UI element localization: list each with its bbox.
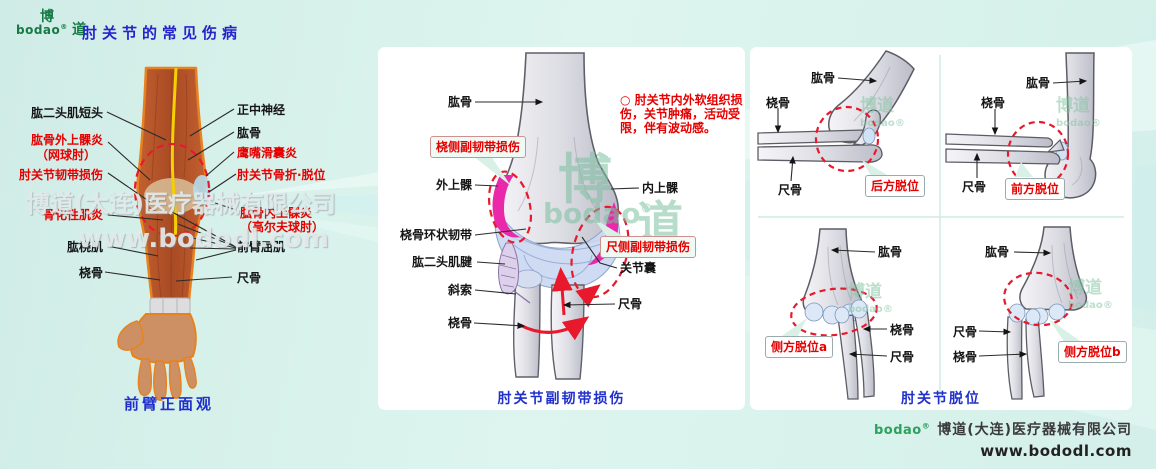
label-joint-capsule: 关节囊 [620, 261, 657, 275]
left-panel-caption: 前臂正面观 [124, 395, 215, 413]
footer-bodao-logo: bodao® [873, 421, 931, 438]
label-ulna-q1: 尺骨 [778, 183, 803, 197]
label-ulna-q4: 尺骨 [953, 325, 978, 339]
label-ulna: 尺骨 [618, 297, 643, 311]
label-humerus-q2: 肱骨 [1025, 76, 1050, 90]
label-fracture-dislocation: 肘关节骨折·脱位 [237, 168, 326, 182]
forearm-panel: 肱二头肌短头 肱骨外上髁炎 （网球肘） 肘关节韧带损伤 骨化性肌炎 肱桡肌 桡骨… [0, 60, 375, 425]
lateral-dislocation-a-art [779, 228, 888, 400]
callout-lateral-dislocation-b: 侧方脱位b [1058, 341, 1127, 363]
leader-lines [473, 98, 640, 329]
label-radius-q4: 桡骨 [953, 350, 978, 364]
elbow-injury-dashed-ellipse [133, 142, 211, 238]
label-radius: 桡骨 [78, 266, 103, 280]
bodao-logo: 博 bodao® 道 [16, 6, 86, 44]
registered-mark: ® [60, 23, 68, 31]
callout-ulnar-collateral-injury: 尺侧副韧带损伤 [600, 236, 697, 258]
label-tennis-elbow: （网球肘） [35, 148, 96, 162]
dislocation-illustrations [757, 50, 1124, 403]
label-oblique-cord: 斜索 [447, 283, 472, 297]
label-radius-q2: 桡骨 [980, 96, 1005, 110]
callout-radial-collateral-injury: 桡侧副韧带损伤 [430, 136, 527, 158]
label-lateral-epicondylitis: 肱骨外上髁炎 [30, 133, 103, 147]
label-radius-q3: 桡骨 [890, 323, 915, 337]
label-olecranon-bursitis: 鹰嘴滑囊炎 [237, 146, 298, 160]
forearm-illustration [104, 66, 237, 401]
logo-latin: bodao® [16, 23, 68, 37]
leader-lines [104, 108, 237, 282]
radial-injury-dashed-ellipse [487, 170, 533, 244]
label-myositis-ossificans: 骨化性肌炎 [42, 208, 103, 222]
label-biceps-tendon: 肱二头肌腱 [411, 255, 472, 269]
lateral-dislocation-b-art [978, 226, 1088, 400]
posterior-dislocation-art [757, 50, 915, 182]
elbow-ligament-illustration [473, 52, 640, 380]
label-humerus-q3: 肱骨 [878, 245, 903, 259]
footer-website-url: www.bododl.com [980, 442, 1132, 460]
logo-cn-top: 博 [40, 9, 54, 25]
label-medial-epicondylitis: 肱骨内上髁炎 [240, 206, 313, 220]
label-lateral-epicondyle: 外上髁 [435, 178, 472, 192]
label-biceps-short-head: 肱二头肌短头 [30, 106, 103, 120]
label-humerus: 肱骨 [237, 126, 262, 140]
label-golf-elbow: （高尔夫球肘） [240, 220, 325, 234]
label-forearm-flexors: 前臂屈肌 [237, 240, 286, 254]
median-nerve-line [170, 67, 178, 241]
label-ulna-q2: 尺骨 [962, 180, 987, 194]
label-medial-epicondyle: 内上髁 [642, 181, 679, 195]
symptom-note: ○ 肘关节内外软组织损伤，关节肿痛，活动受限，伴有波动感。 [620, 93, 743, 135]
callout-lateral-dislocation-a: 侧方脱位a [765, 336, 834, 358]
callout-posterior-dislocation: 后方脱位 [865, 175, 926, 197]
label-radius: 桡骨 [447, 316, 472, 330]
radial-collateral-ligament [492, 175, 520, 238]
label-ulna: 尺骨 [237, 271, 262, 285]
label-radius-q1: 桡骨 [765, 96, 790, 110]
label-brachioradialis: 肱桡肌 [66, 240, 103, 254]
footer: bodao® 博道(大连)医疗器械有限公司 www.bododl.com [874, 419, 1132, 460]
ligament-injury-panel: 博 bodao® 道 肱骨 桡侧副韧带损伤 外上髁 桡骨环状韧带 肱二头肌腱 斜… [378, 47, 745, 410]
ulnar-injury-dashed-ellipse [570, 205, 630, 299]
label-annular-ligament: 桡骨环状韧带 [399, 228, 472, 242]
label-ulna-q3: 尺骨 [890, 350, 915, 364]
footer-company-name: 博道(大连)医疗器械有限公司 [937, 422, 1132, 438]
label-humerus-q1: 肱骨 [810, 71, 835, 85]
right-panel-caption: 肘关节脱位 [901, 391, 981, 407]
label-median-nerve: 正中神经 [237, 103, 286, 117]
callout-anterior-dislocation: 前方脱位 [1005, 178, 1066, 200]
middle-panel-caption: 肘关节副韧带损伤 [497, 391, 626, 407]
label-humerus-q4: 肱骨 [985, 245, 1010, 259]
label-ligament-injury: 肘关节韧带损伤 [18, 168, 103, 182]
label-humerus: 肱骨 [447, 95, 472, 109]
logo-cn-right: 道 [72, 22, 86, 38]
page-title: 肘关节的常见伤病 [82, 24, 243, 42]
anterior-dislocation-art [945, 52, 1097, 199]
